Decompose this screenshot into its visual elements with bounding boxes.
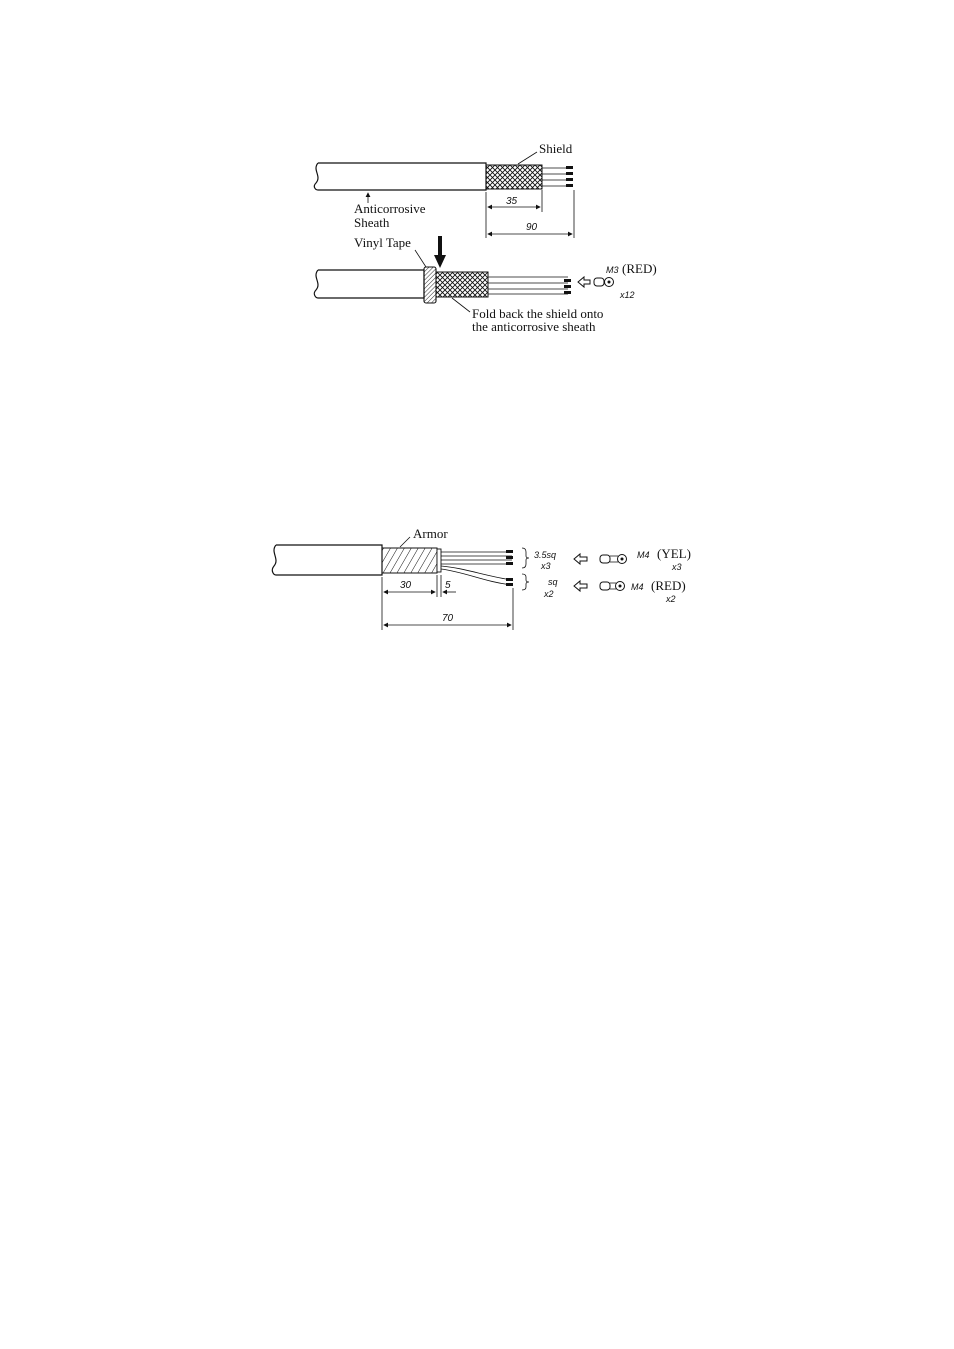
sheath-label-line1: Anticorrosive [354,201,426,216]
shielded-cable-folded: Vinyl Tape Fold back the shield onto the… [313,235,657,334]
insert-arrow-icon [577,275,591,289]
brace-group-1 [521,547,530,569]
sheath-label-line2: Sheath [354,215,390,230]
conductors-3 [440,550,513,586]
vinyl-tape [423,266,437,304]
dimension-70-label: 70 [442,613,454,624]
shielded-cable-stripped: Shield Anticorrosive Sheath 35 90 [313,141,575,238]
ring-terminal-yellow-icon [599,554,627,564]
terminal-qty-x2: x2 [665,594,676,604]
dimension-90-label: 90 [526,222,538,233]
terminal-size-m4-red: M4 [631,582,644,592]
conductors [542,166,573,187]
armored-cable-stripped: Armor 30 5 70 3.5sq x3 M4 (YEL) x3 sq [271,526,691,630]
down-arrow-icon [434,236,446,268]
insert-arrow-icon [573,579,588,593]
insert-arrow-icon [573,552,588,566]
armor-label: Armor [413,526,448,541]
anticorrosive-sheath-2 [318,269,425,299]
terminal-qty-x3: x3 [671,562,682,572]
fold-back-label-line2: the anticorrosive sheath [472,319,596,334]
ring-terminal-red-icon [599,581,625,591]
shield-mesh [485,164,543,190]
wire-gauge-3.5sq: 3.5sq [534,550,556,560]
dimension-35-label: 35 [506,196,518,207]
terminal-color-yel: (YEL) [657,546,691,561]
anticorrosive-sheath [318,162,487,191]
armor [381,547,438,574]
terminal-qty-x12: x12 [619,290,635,300]
terminal-size-m3: M3 [606,265,619,275]
fold-back-label-line1: Fold back the shield onto [472,306,603,321]
wire-gauge-sq: sq [548,577,558,587]
vinyl-tape-label: Vinyl Tape [354,235,411,250]
conductors-2 [488,276,571,295]
terminal-size-m4-yel: M4 [637,550,650,560]
ring-terminal-icon [593,277,614,287]
terminal-color-red: (RED) [622,261,657,276]
folded-shield [435,271,489,298]
wire-qty-x3: x3 [540,561,551,571]
wire-qty-x2: x2 [543,589,554,599]
terminal-color-red-2: (RED) [651,578,686,593]
cable-outer-sheath [276,544,383,576]
brace-group-2 [521,573,530,591]
shield-label: Shield [539,141,573,156]
dimension-5-label: 5 [445,580,451,591]
dimension-30-label: 30 [400,580,412,591]
